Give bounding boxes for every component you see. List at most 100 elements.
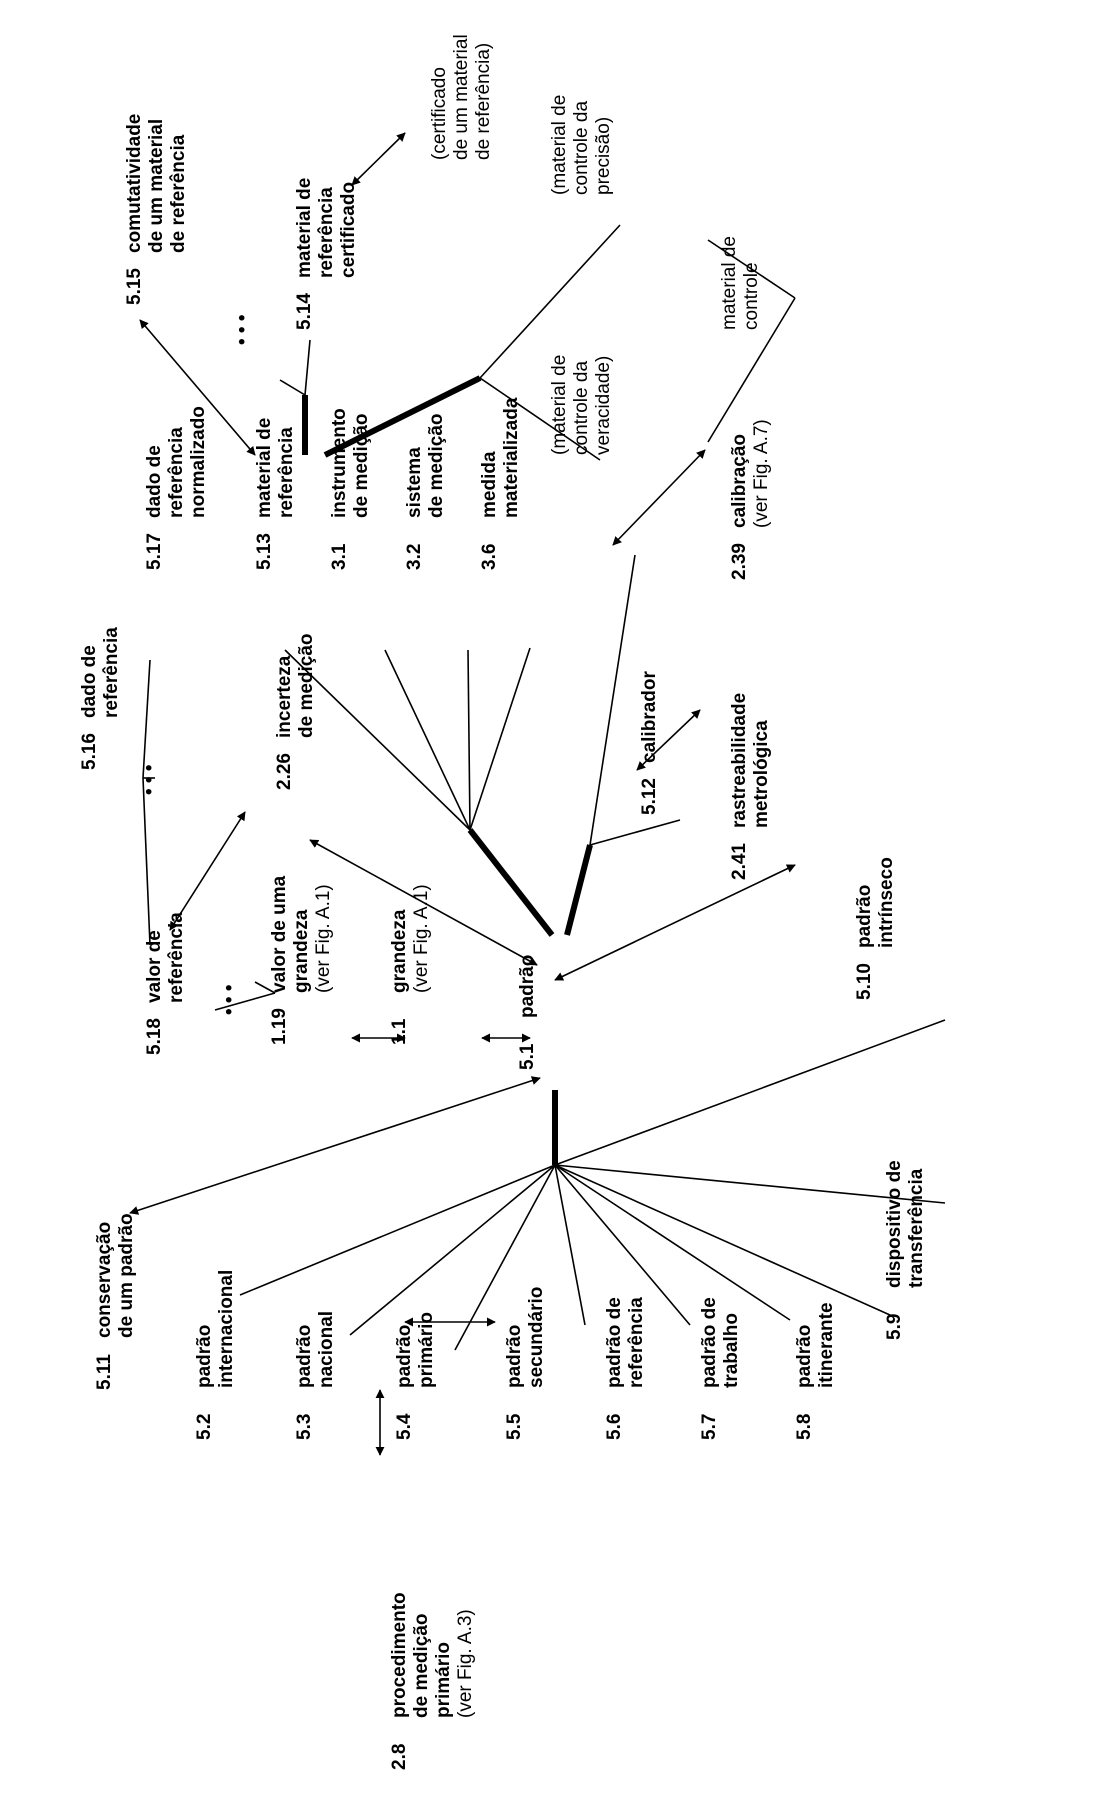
note-ctrl-veracidade: veracidade) — [593, 356, 614, 455]
node-padrao-nac-number: 5.3 — [294, 1414, 315, 1440]
line-valor-grandeza-ref — [214, 992, 276, 1011]
relation-arrows — [129, 132, 796, 1456]
node-padrao-int-label: padrão — [194, 1325, 215, 1388]
thick-line-padrao-branch — [467, 828, 555, 937]
node-conservacao-number: 5.11 — [94, 1354, 115, 1390]
node-mat-ref-cert-number: 5.14 — [294, 293, 315, 330]
node-proc-prim-label-line: primário — [433, 1642, 454, 1718]
node-dado-ref-label: dado de — [79, 645, 100, 718]
line-dispositivo-transferencia — [554, 1164, 946, 1204]
node-sistema-label: sistema — [404, 447, 425, 518]
node-padrao-trab-label-line: trabalho — [721, 1313, 742, 1388]
note-certificado: de um material — [451, 34, 472, 160]
node-calibrador-number: 5.12 — [639, 778, 660, 815]
line-padrao-internacional — [239, 1164, 556, 1296]
node-incerteza-label-line: de medição — [296, 633, 317, 738]
line-mat-ref-certificado — [304, 339, 311, 396]
node-instrumento-number: 3.1 — [329, 543, 350, 570]
line-mat-ref-ellipsis — [279, 379, 306, 396]
node-padrao-ref-label-line: referência — [626, 1297, 647, 1388]
node-padrao-nac-label-line: nacional — [316, 1311, 337, 1388]
arrow-certificado — [351, 132, 406, 186]
line-instrumento — [384, 649, 471, 831]
node-mat-ref-cert-label-line: referência — [316, 187, 337, 278]
node-padrao-prim-label-line: primário — [416, 1312, 437, 1388]
node-valor-ref-label-line: referência — [166, 912, 187, 1003]
node-grandeza-number: 1.1 — [389, 1018, 410, 1045]
line-padrao-secundario — [554, 1164, 586, 1326]
node-padrao-nac-label: padrão — [294, 1325, 315, 1388]
node-padrao-ref-number: 5.6 — [604, 1414, 625, 1440]
node-padrao-number: 5.1 — [517, 1043, 538, 1070]
arrow-calibrador-calibracao — [636, 709, 701, 771]
node-proc-prim-label-line: de medição — [411, 1613, 432, 1718]
node-valor-grandeza-note: (ver Fig. A.1) — [313, 884, 334, 993]
ellipsis-material-referencia: • • • — [232, 314, 253, 345]
node-padrao-sec-number: 5.5 — [504, 1413, 525, 1440]
node-mat-ref-number: 5.13 — [254, 533, 275, 570]
line-ctrl-veracidade-top — [479, 377, 601, 461]
note-ctrl-veracidade: controle da — [571, 361, 592, 455]
node-mat-ref-cert-label-line: certificado — [338, 182, 359, 278]
line-material-referencia — [284, 649, 471, 831]
arrow-matref-comutatividade — [139, 319, 256, 456]
note-certificado: (certificado — [429, 67, 450, 160]
node-disp-transf-number: 5.9 — [884, 1314, 905, 1340]
thick-line-material-controle — [323, 375, 482, 458]
node-valor-grandeza-label: valor de uma — [269, 875, 290, 993]
node-grandeza-note: (ver Fig. A.1) — [411, 884, 432, 993]
node-padrao-intr-label: padrão — [854, 885, 875, 948]
arrow-padrao-incerteza — [309, 839, 538, 966]
node-padrao-prim-number: 5.4 — [394, 1413, 415, 1440]
node-medida-number: 3.6 — [479, 544, 500, 570]
node-mat-ref-label-line: referência — [276, 427, 297, 518]
node-padrao-label: padrão — [517, 955, 538, 1018]
arrow-padrao-conservacao — [129, 1076, 541, 1215]
arrow-padrao-rastreabilidade — [554, 864, 796, 981]
node-padrao-ref-label: padrão de — [604, 1297, 625, 1388]
node-sistema-number: 3.2 — [404, 544, 425, 570]
node-valor-ref-label: valor de — [144, 930, 165, 1003]
node-padrao-int-number: 5.2 — [194, 1414, 215, 1440]
node-medida-label-line: materializada — [501, 397, 522, 518]
node-padrao-prim-label: padrão — [394, 1325, 415, 1388]
node-calibracao-note: (ver Fig. A.7) — [751, 419, 772, 528]
line-padrao-itinerante — [554, 1164, 891, 1316]
note-ctrl-precisao: (material de — [549, 95, 570, 195]
node-conservacao-label: conservação — [94, 1222, 115, 1338]
line-medida — [469, 647, 531, 831]
node-comutatividade-label-line: de referência — [168, 134, 189, 253]
node-rastreabilidade-label-line: metrológica — [751, 720, 772, 828]
node-mat-ref-label: material de — [254, 418, 275, 518]
line-calibrador — [589, 819, 681, 846]
node-conservacao-label-line: de um padrão — [116, 1213, 137, 1338]
line-padrao-referencia — [554, 1164, 691, 1326]
ellipsis-dado-referencia: • • • — [139, 764, 160, 795]
node-padrao-itin-label: padrão — [794, 1325, 815, 1388]
node-rastreabilidade-label: rastreabilidade — [729, 693, 750, 828]
node-padrao-itin-number: 5.8 — [794, 1414, 815, 1440]
note-ctrl-veracidade: (material de — [549, 355, 570, 455]
node-padrao-itin-label-line: itinerante — [816, 1302, 837, 1388]
node-dado-ref-norm-number: 5.17 — [144, 533, 165, 570]
node-dado-ref-norm-label: dado de — [144, 445, 165, 518]
node-comutatividade-number: 5.15 — [124, 268, 145, 305]
node-dado-ref-norm-label-line: normalizado — [188, 406, 209, 518]
node-disp-transf-label-line: transferência — [906, 1168, 927, 1288]
node-dado-ref-number: 5.16 — [79, 733, 100, 770]
node-proc-prim-number: 2.8 — [389, 1744, 410, 1770]
ellipsis-valor-grandeza: • • • — [219, 984, 240, 1015]
connector-lines — [142, 224, 946, 1351]
note-ctrl-precisao: precisão) — [593, 117, 614, 195]
line-padrao-trabalho — [554, 1164, 791, 1321]
node-comutatividade-label-line: de um material — [146, 119, 167, 253]
node-instrumento-label-line: de medição — [351, 413, 372, 518]
node-valor-grandeza-label-line: grandeza — [291, 909, 312, 993]
node-valor-ref-number: 5.18 — [144, 1018, 165, 1055]
node-medida-label: medida — [479, 451, 500, 518]
node-grandeza-label: grandeza — [389, 909, 410, 993]
node-padrao-sec-label: padrão — [504, 1325, 525, 1388]
